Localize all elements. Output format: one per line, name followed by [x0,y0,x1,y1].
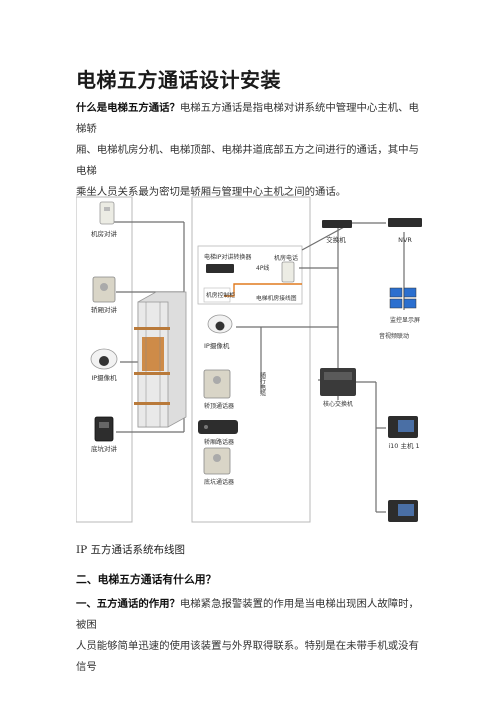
four-wire-line [224,283,302,297]
switch-link [301,225,347,251]
label-machine-room-intercom: 机房对讲 [91,229,118,238]
host-icon [388,416,418,438]
label-room-controller: 机房控制柜 [206,291,235,299]
label-car-top-unit: 轿顶通话器 [204,402,234,410]
left-panel [76,196,133,523]
section-2-line-1: 一、五方通话的作用？电梯紧急报警装置的作用是当电梯出现困人故障时，被困 [76,594,428,636]
diagram-caption: IP 五方通话系统布线图 [76,544,186,556]
switch-icon [322,220,352,228]
car-router-icon [198,420,238,434]
wiring-diagram: 机房对讲 轿厢对讲 IP摄像机 底坑对讲 电梯IP对讲转换器 机房电话 4P线 … [76,196,422,523]
page-title: 电梯五方通话设计安装 [76,68,281,92]
label-car-intercom: 轿厢对讲 [91,305,118,314]
label-monitor: 监控显示屏 [390,316,420,324]
label-car-router: 轿厢路话器 [204,438,234,446]
right-wires [236,222,405,513]
elevator-shaft-icon [134,291,187,428]
section-2-line-1-text: 电梯紧急报警装置的作用是当电梯出现困人故障时，被困 [76,598,419,631]
label-ip-camera-mid: IP摄像机 [204,341,230,350]
room-phone-icon [281,261,295,283]
section-2-lead: 一、五方通话的作用？ [76,598,180,610]
pit-unit-icon [203,447,231,475]
intro-line-1-text: 电梯五方通话是指电梯对讲系统中管理中心主机、电梯轿 [76,102,419,135]
section-2-heading: 二、电梯五方通话有什么用？ [76,573,217,586]
intro-paragraph: 什么是电梯五方通话？电梯五方通话是指电梯对讲系统中管理中心主机、电梯轿 厢、电梯… [76,98,428,203]
pit-intercom-icon [94,416,114,442]
ip-camera-left-icon [90,348,118,370]
label-core-switch: 核心交换机 [323,400,353,408]
machine-room-box [197,245,303,305]
label-host: i10 主机 1 [388,441,419,450]
label-video-link: 音视频联动 [379,332,409,340]
ip-camera-mid-icon [207,314,233,334]
label-ip-camera-left: IP摄像机 [91,373,117,382]
label-cable: 随行电缆 [259,371,266,397]
monitor-icon [389,287,417,309]
car-top-unit-icon [203,369,231,399]
converter-icon [206,264,234,273]
label-pit-intercom: 底坑对讲 [91,444,118,453]
controller-box [203,287,231,303]
intro-lead: 什么是电梯五方通话？ [76,102,180,114]
host-2-icon [388,500,418,522]
car-intercom-icon [92,276,116,303]
label-pit-unit: 底坑通话器 [204,478,234,486]
label-converter: 电梯IP对讲转换器 [204,253,251,261]
label-room-phone: 机房电话 [274,254,298,262]
label-switch: 交换机 [326,235,346,244]
label-four-wire: 4P线 [256,264,269,272]
label-room-wiring: 电梯机房接线图 [256,294,297,302]
section-2-line-2: 人员能够简单迅速的使用该装置与外界取得联系。特别是在未带手机或没有信号 [76,640,419,673]
nvr-icon [388,218,422,227]
middle-panel [191,196,311,523]
intro-line-1: 什么是电梯五方通话？电梯五方通话是指电梯对讲系统中管理中心主机、电梯轿 [76,98,428,140]
section-2-paragraph: 一、五方通话的作用？电梯紧急报警装置的作用是当电梯出现困人故障时，被困 人员能够… [76,594,428,678]
intro-line-3: 乘坐人员关系最为密切是轿厢与管理中心主机之间的通话。 [76,186,347,198]
core-switch-icon [320,368,356,396]
label-nvr: NVR [398,236,412,244]
intro-line-2: 厢、电梯机房分机、电梯顶部、电梯井道底部五方之间进行的通话，其中与电梯 [76,144,419,177]
machine-room-intercom-icon [99,201,115,225]
